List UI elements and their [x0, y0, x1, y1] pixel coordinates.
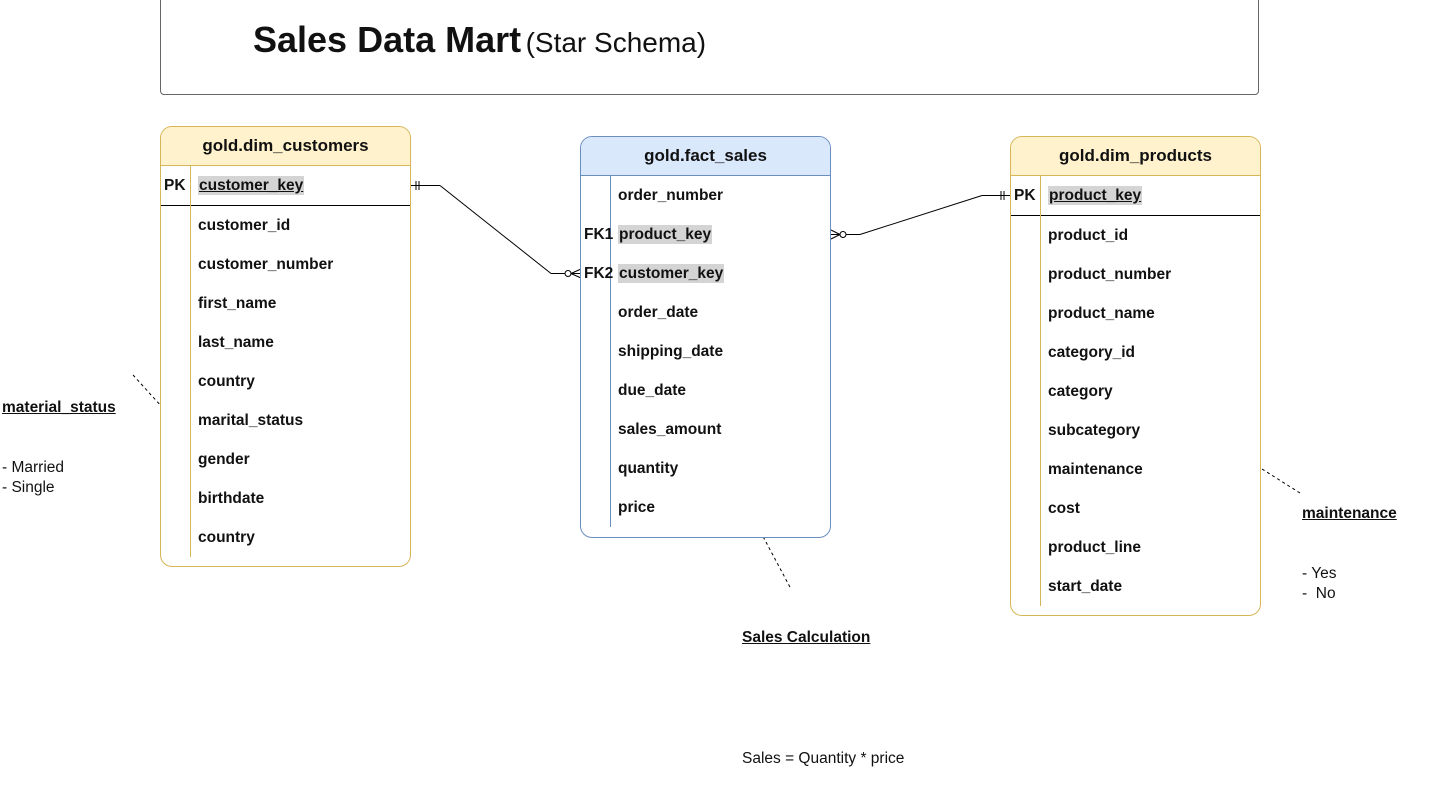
- field-name: cost: [1048, 500, 1080, 517]
- field-row[interactable]: start_date: [1011, 567, 1260, 606]
- column-separator: [1040, 216, 1041, 606]
- field-row[interactable]: cost: [1011, 489, 1260, 528]
- field-row[interactable]: product_name: [1011, 294, 1260, 333]
- field-name: shipping_date: [618, 343, 724, 360]
- field-name: product_number: [1048, 266, 1172, 283]
- field-row[interactable]: order_date: [581, 293, 830, 332]
- field-name: marital_status: [198, 412, 304, 429]
- field-name: first_name: [198, 295, 277, 312]
- fk1-label: FK1: [584, 226, 614, 243]
- column-separator: [190, 166, 191, 206]
- field-name: order_date: [618, 304, 699, 321]
- field-name: sales_amount: [618, 421, 722, 438]
- field-row[interactable]: category: [1011, 372, 1260, 411]
- field-name: country: [198, 373, 255, 390]
- field-row[interactable]: product_line: [1011, 528, 1260, 567]
- field-name: last_name: [198, 334, 274, 351]
- field-name: birthdate: [198, 490, 265, 507]
- field-name: start_date: [1048, 578, 1123, 595]
- pk-label: PK: [164, 177, 186, 194]
- field-row[interactable]: quantity: [581, 449, 830, 488]
- table-header: gold.fact_sales: [581, 137, 830, 176]
- field-row[interactable]: product_number: [1011, 255, 1260, 294]
- field-row[interactable]: gender: [161, 440, 410, 479]
- field-name: maintenance: [1048, 461, 1143, 478]
- field-row[interactable]: order_number: [581, 176, 830, 215]
- diagram-title: Sales Data Mart (Star Schema): [253, 19, 706, 61]
- field-name: category_id: [1048, 344, 1136, 361]
- table-dim-products[interactable]: gold.dim_products PK product_key product…: [1010, 136, 1261, 616]
- field-row[interactable]: country: [161, 518, 410, 557]
- fact-products-relationship: [830, 191, 1011, 240]
- title-box: Sales Data Mart (Star Schema): [160, 0, 1259, 95]
- field-row[interactable]: customer_id: [161, 206, 410, 245]
- field-row[interactable]: country: [161, 362, 410, 401]
- table-header: gold.dim_customers: [161, 127, 410, 166]
- maintenance-note: maintenance - Yes - No: [1302, 464, 1397, 624]
- field-row[interactable]: customer_number: [161, 245, 410, 284]
- field-row[interactable]: shipping_date: [581, 332, 830, 371]
- sales-calculation-note: Sales Calculation Sales = Quantity * pri…: [742, 588, 904, 789]
- fk1-field: product_key: [618, 225, 713, 244]
- field-name: customer_id: [198, 217, 291, 234]
- field-name: customer_number: [198, 256, 334, 273]
- field-name: product_name: [1048, 305, 1155, 322]
- field-row[interactable]: category_id: [1011, 333, 1260, 372]
- field-row[interactable]: maintenance: [1011, 450, 1260, 489]
- note-title: maintenance: [1302, 505, 1397, 522]
- pk-field: product_key: [1048, 186, 1143, 205]
- field-name: product_id: [1048, 227, 1129, 244]
- customers-fact-relationship: [411, 181, 582, 279]
- column-separator: [190, 206, 191, 557]
- field-row[interactable]: last_name: [161, 323, 410, 362]
- field-name: order_number: [618, 187, 724, 204]
- column-separator: [1040, 176, 1041, 216]
- field-name: gender: [198, 451, 250, 468]
- fk2-label: FK2: [584, 265, 614, 282]
- field-name: due_date: [618, 382, 687, 399]
- pk-row[interactable]: PK product_key: [1011, 176, 1260, 216]
- pk-row[interactable]: PK customer_key: [161, 166, 410, 206]
- field-row[interactable]: product_id: [1011, 216, 1260, 255]
- field-row[interactable]: price: [581, 488, 830, 527]
- field-name: quantity: [618, 460, 679, 477]
- sales-formula: Sales = Quantity * price: [742, 750, 905, 767]
- note-title: Sales Calculation: [742, 629, 871, 646]
- field-row[interactable]: birthdate: [161, 479, 410, 518]
- note-title: material_status: [2, 399, 116, 416]
- table-dim-customers[interactable]: gold.dim_customers PK customer_key custo…: [160, 126, 411, 567]
- note-lines: - Yes - No: [1302, 565, 1337, 602]
- material-status-note: material_status - Married - Single: [2, 358, 116, 518]
- field-name: category: [1048, 383, 1113, 400]
- title-main: Sales Data Mart: [253, 19, 522, 60]
- pk-field: customer_key: [198, 176, 305, 195]
- field-name: product_line: [1048, 539, 1142, 556]
- fk2-field: customer_key: [618, 264, 725, 283]
- note-lines: - Married - Single: [2, 459, 65, 496]
- column-separator: [610, 176, 611, 527]
- field-row[interactable]: first_name: [161, 284, 410, 323]
- pk-label: PK: [1014, 187, 1036, 204]
- field-row[interactable]: sales_amount: [581, 410, 830, 449]
- field-row[interactable]: marital_status: [161, 401, 410, 440]
- table-header: gold.dim_products: [1011, 137, 1260, 176]
- title-sub: (Star Schema): [525, 27, 707, 58]
- field-name: subcategory: [1048, 422, 1141, 439]
- field-name: country: [198, 529, 255, 546]
- field-row[interactable]: due_date: [581, 371, 830, 410]
- field-row[interactable]: subcategory: [1011, 411, 1260, 450]
- field-name: price: [618, 499, 656, 516]
